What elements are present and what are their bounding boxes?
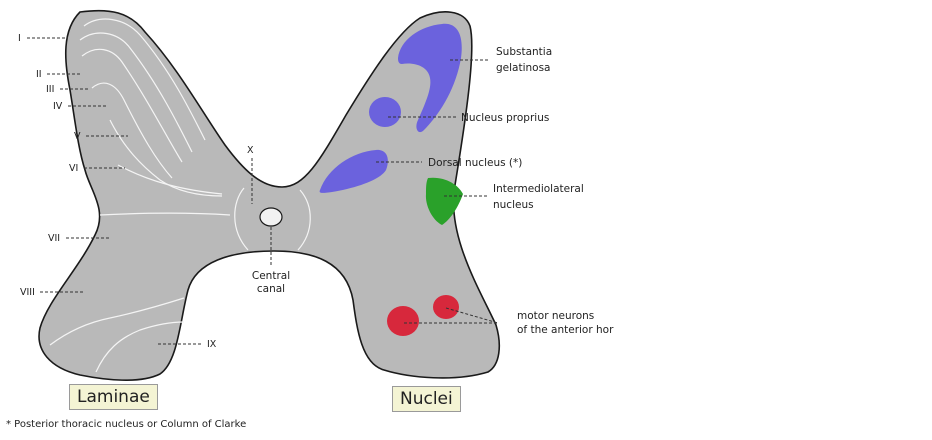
lamina-V-label: V [74,131,81,142]
lamina-II-label: II [36,69,42,80]
motor-neuron-shape-1 [387,306,419,336]
dorsal-nucleus-label: Dorsal nucleus (*) [428,157,522,169]
nuclei-legend-label: Nuclei [400,389,453,409]
motor-neurons-label-1: motor neurons [517,310,594,322]
central-canal-label-1: Central [252,270,290,282]
lamina-I-label: I [18,33,21,44]
substantia-gelatinosa-label-2: gelatinosa [496,62,551,74]
lamina-VII-label: VII [48,233,60,244]
lamina-VIII-label: VIII [20,287,35,298]
intermediolateral-label-1: Intermediolateral [493,183,584,195]
motor-neuron-shape-2 [433,295,459,319]
substantia-gelatinosa-label-1: Substantia [496,46,552,58]
central-canal-label-2: canal [257,283,285,295]
lamina-IX-label: IX [207,339,217,350]
lamina-X-label: X [247,145,254,156]
nucleus-proprius-label: Nucleus proprius [461,112,549,124]
lamina-VI-label: VI [69,163,78,174]
central-canal [260,208,282,226]
nuclei-legend-box: Nuclei [392,386,461,412]
intermediolateral-label-2: nucleus [493,199,534,211]
nucleus-proprius-shape [369,97,401,127]
lamina-III-label: III [46,84,54,95]
lamina-IV-label: IV [53,101,63,112]
footnote: * Posterior thoracic nucleus or Column o… [6,419,246,430]
laminae-legend-box: Laminae [69,384,158,410]
laminae-legend-label: Laminae [77,387,150,407]
motor-neurons-label-2: of the anterior hor [517,324,614,336]
